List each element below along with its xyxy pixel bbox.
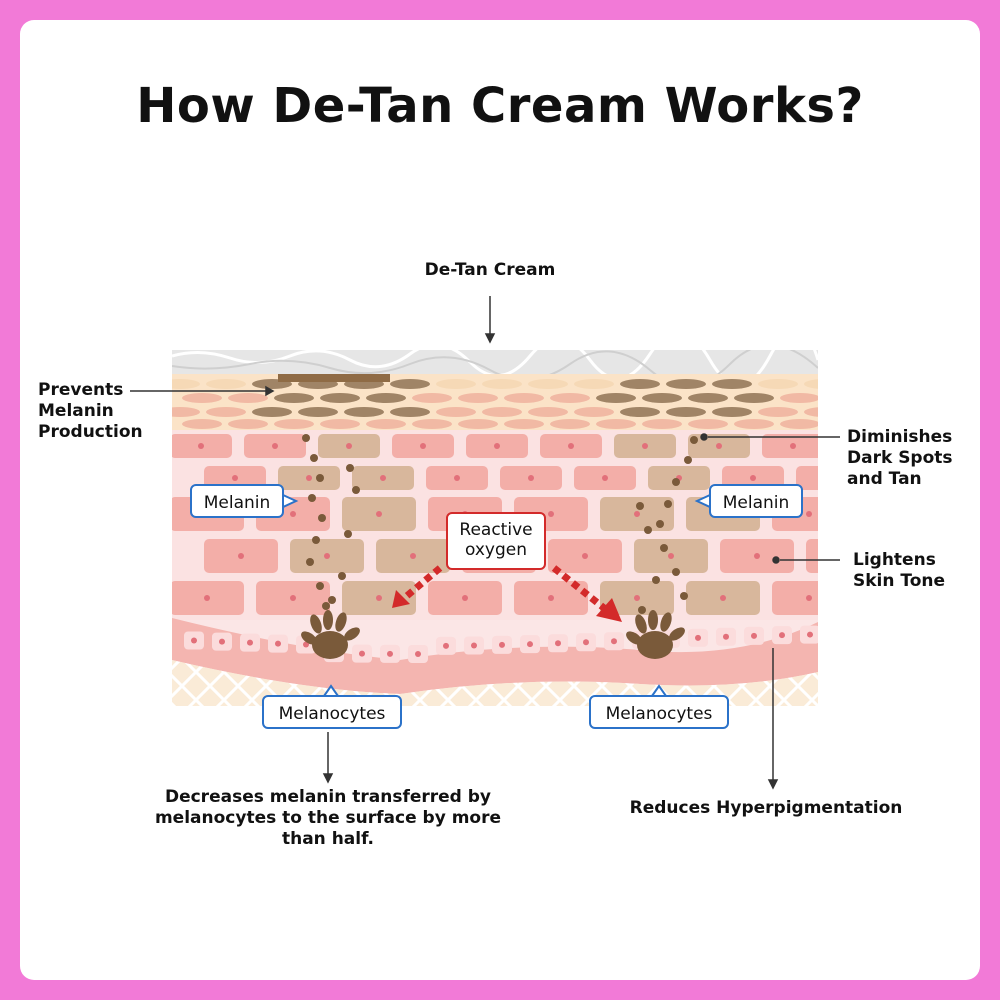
prevents-melanin-label: Prevents Melanin Production [38,380,143,442]
reduces-arrow [767,648,779,790]
melanin-bubble-right: Melanin [709,484,803,518]
reactive-oxygen-bubble: Reactive oxygen [446,512,546,570]
melanin-bubble-left: Melanin [190,484,284,518]
melanocyte-right [626,610,685,659]
lightens-pointer [772,556,840,564]
reduces-hyperpigmentation-label: Reduces Hyperpigmentation [629,798,903,818]
diminishes-pointer [700,433,840,441]
cream-label: De-Tan Cream [424,260,556,280]
cream-arrow [484,296,496,344]
decreases-arrow [322,732,334,784]
reactive-oxygen-arrow-right [551,565,622,622]
basal-layer [172,618,818,694]
lightens-skin-tone-label: Lightens Skin Tone [853,550,946,591]
melanocyte-left [301,610,360,659]
page-title: How De-Tan Cream Works? [136,78,864,134]
prevents-pointer [130,385,275,397]
reactive-oxygen-arrow-left [392,565,443,608]
melanocytes-bubble-right: Melanocytes [589,695,729,729]
diminishes-dark-spots-label: Diminishes Dark Spots and Tan [847,427,953,489]
decreases-melanin-label: Decreases melanin transferred by melanoc… [154,787,502,849]
melanocytes-bubble-left: Melanocytes [262,695,402,729]
